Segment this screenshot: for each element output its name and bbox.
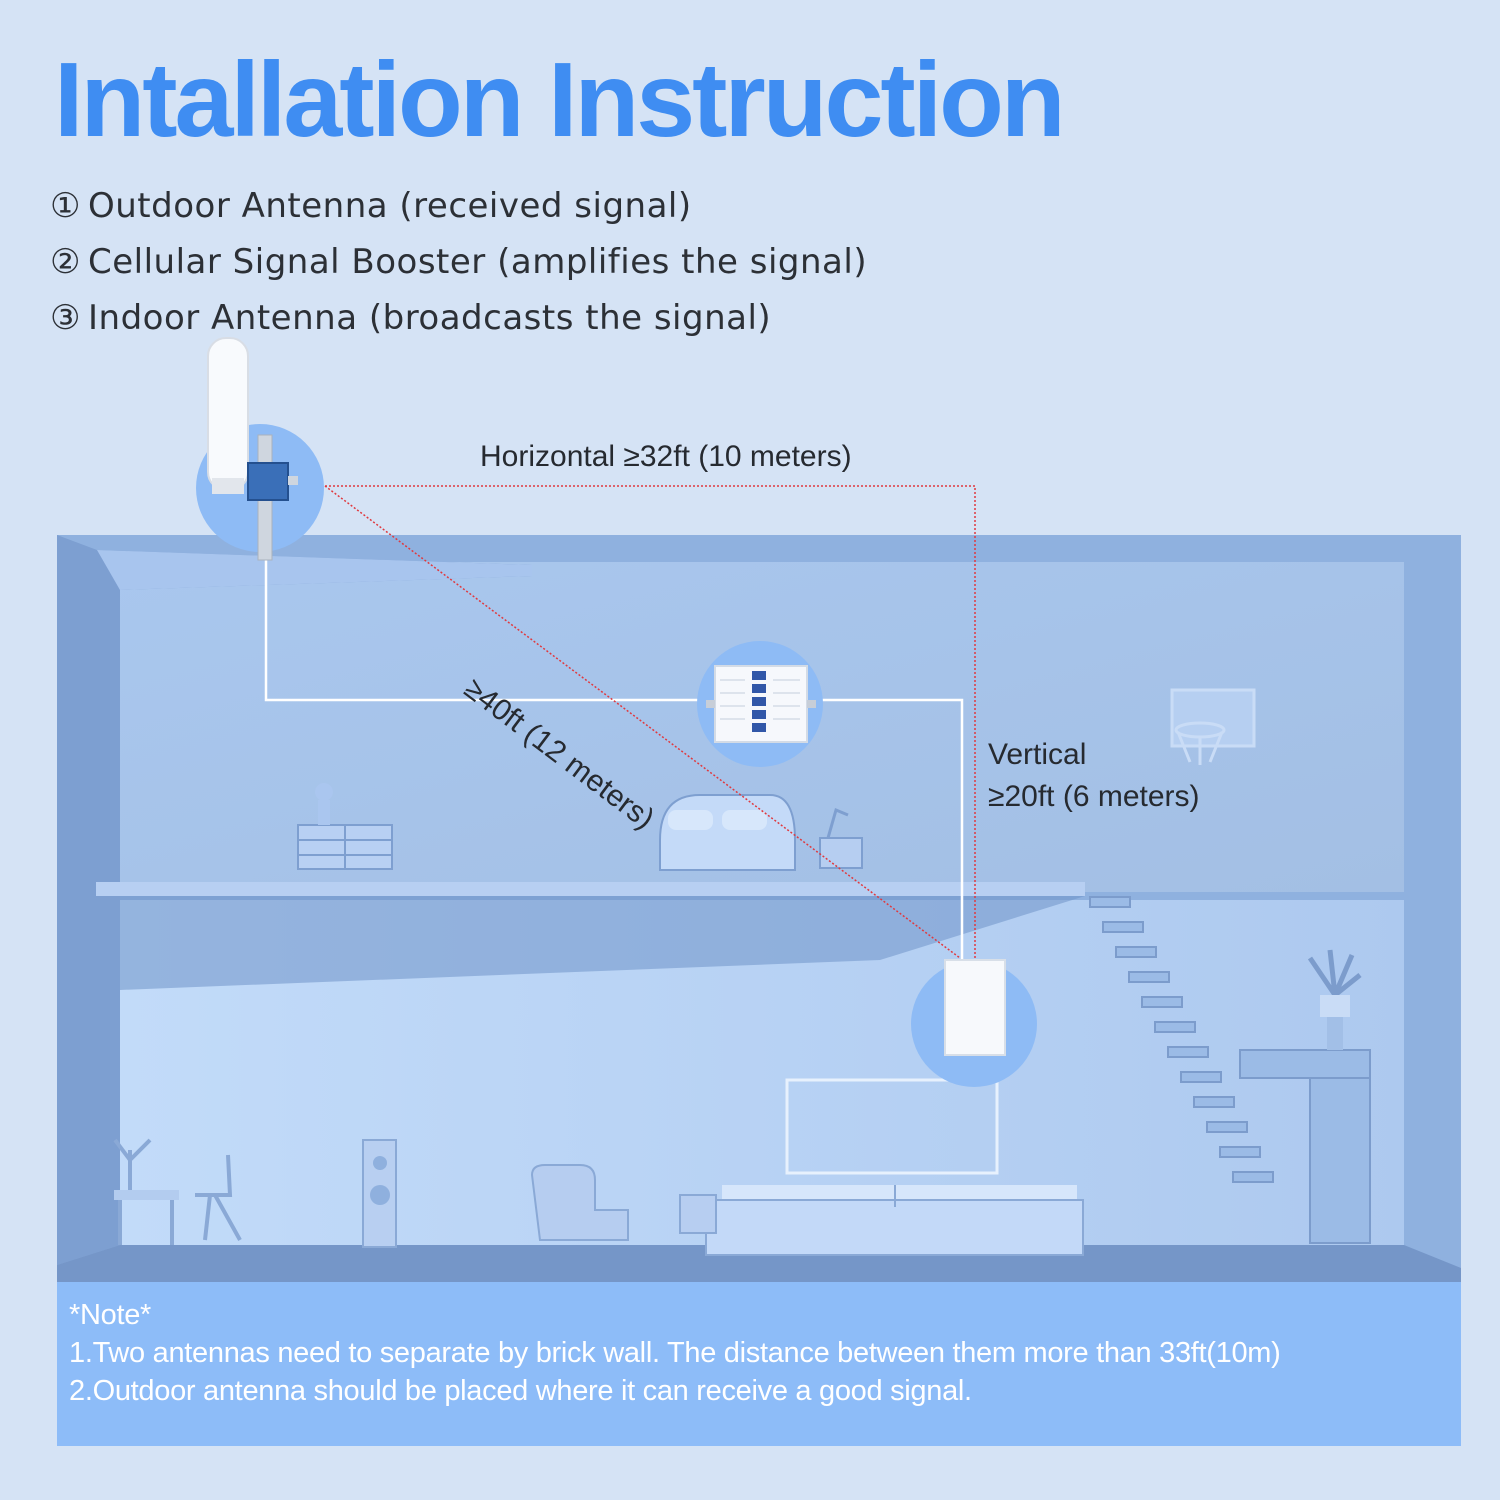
note-box: *Note* 1.Two antennas need to separate b… [57, 1282, 1461, 1446]
lower-floor-furniture [113, 1078, 1084, 1256]
legend-number: ① [50, 186, 81, 226]
left-wall [57, 535, 532, 1265]
staircase [1089, 896, 1371, 1244]
horizontal-distance-label: Horizontal ≥32ft (10 meters) [480, 440, 852, 473]
cable-outdoor-to-booster [264, 555, 700, 702]
slab-shadow [120, 896, 1085, 990]
vertical-distance-label-line2: ≥20ft (6 meters) [988, 780, 1200, 813]
horizontal-vertical-dimension-line [325, 485, 976, 958]
note-heading: *Note* [69, 1299, 152, 1331]
cable-booster-to-indoor [820, 698, 964, 960]
legend-label: Outdoor Antenna (received signal) [88, 186, 692, 226]
note-line-2: 2.Outdoor antenna should be placed where… [69, 1375, 972, 1407]
plant-decoration [1307, 949, 1362, 1050]
ground-floor [57, 1245, 1461, 1282]
upper-floor-furniture [297, 783, 863, 871]
legend-number: ② [50, 242, 81, 282]
legend-label: Cellular Signal Booster (amplifies the s… [88, 242, 868, 282]
dimension-lines [324, 485, 976, 959]
mounting-bracket [247, 462, 289, 501]
indoor-antenna [911, 959, 1037, 1087]
page-title: Intallation Instruction [54, 41, 1066, 159]
outdoor-antenna [196, 337, 324, 561]
legend-label: Indoor Antenna (broadcasts the signal) [88, 298, 772, 338]
coaxial-cable-route [264, 555, 964, 960]
outdoor-antenna-body [207, 337, 249, 491]
legend-number: ③ [50, 298, 81, 338]
roof-slab [97, 550, 532, 590]
signal-booster [697, 641, 823, 767]
basketball-hoop [1170, 688, 1256, 765]
note-line-1: 1.Two antennas need to separate by brick… [69, 1337, 1281, 1369]
vertical-distance-label-line1: Vertical [988, 738, 1087, 771]
indoor-antenna-panel [944, 959, 1006, 1056]
middle-floor-slab [96, 882, 1085, 896]
